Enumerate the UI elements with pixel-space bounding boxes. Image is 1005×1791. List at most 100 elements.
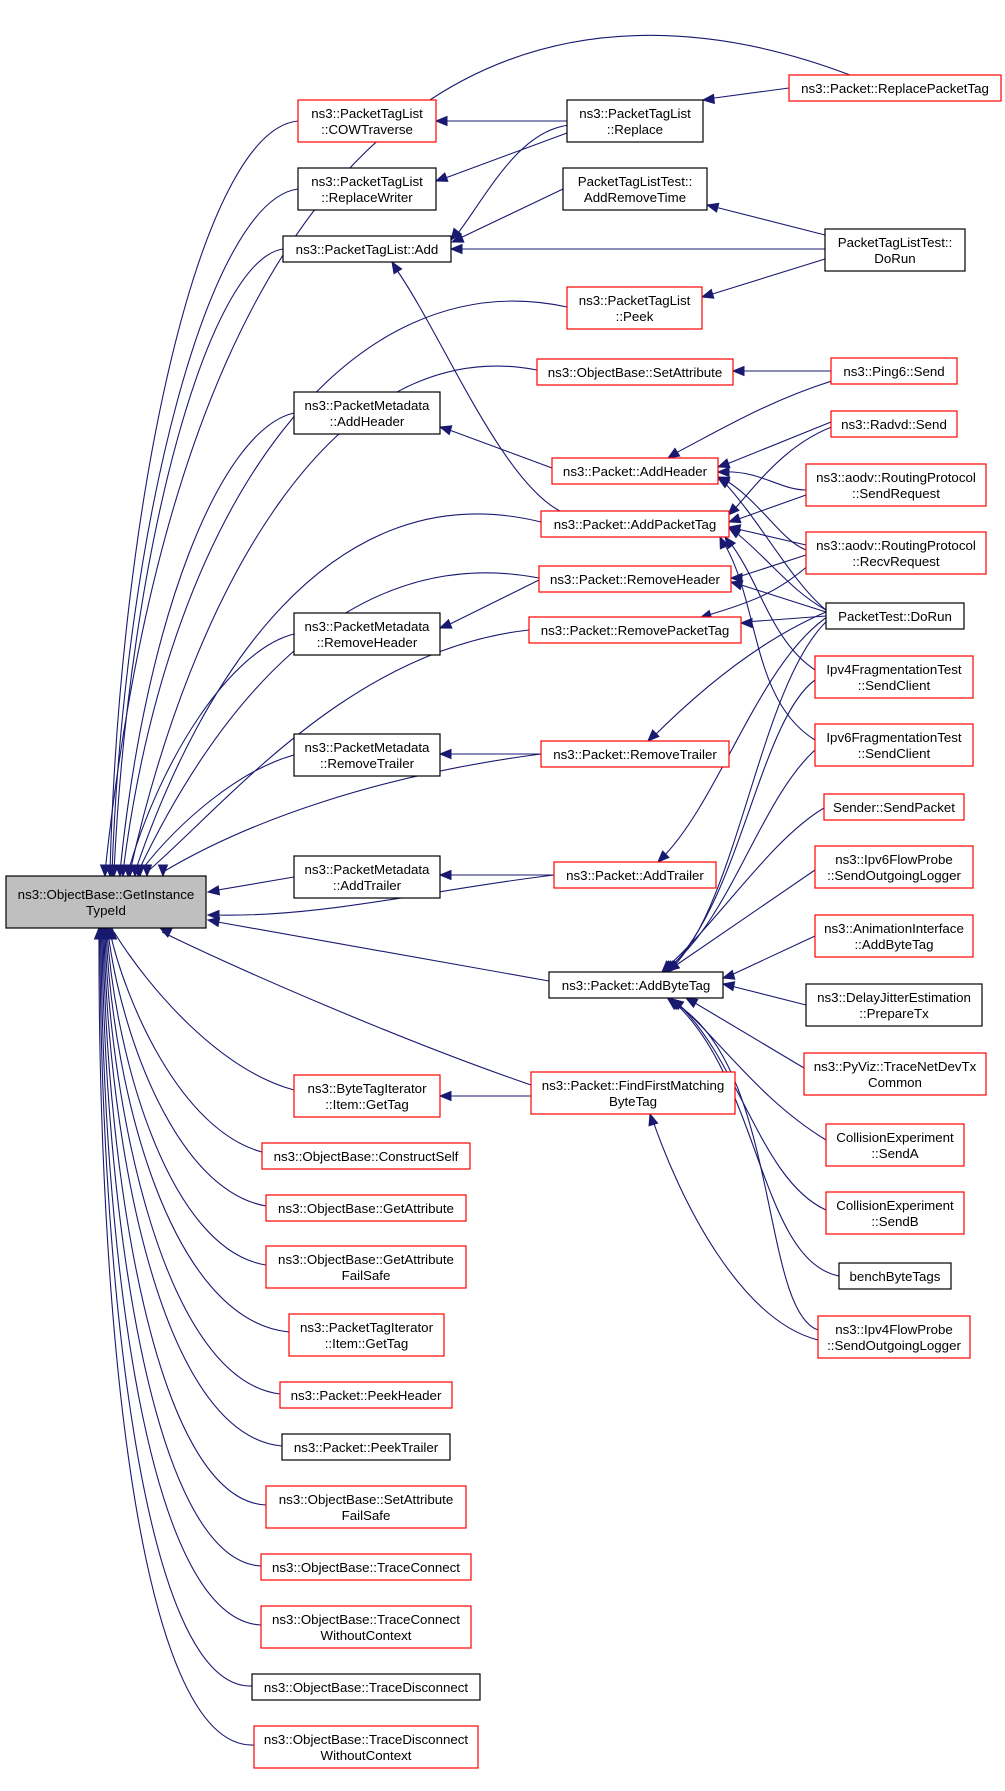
- node-PTLPeek[interactable]: ns3::PacketTagList::Peek: [566, 286, 703, 330]
- node-box[interactable]: [260, 1553, 472, 1581]
- node-DelayJitter[interactable]: ns3::DelayJitterEstimation::PrepareTx: [805, 983, 983, 1027]
- node-PRemoveTrailer[interactable]: ns3::Packet::RemoveTrailer: [540, 740, 730, 768]
- node-Ipv4FlowProbe[interactable]: ns3::Ipv4FlowProbe::SendOutgoingLogger: [817, 1315, 971, 1359]
- node-box[interactable]: [293, 612, 441, 656]
- node-TraceDisconnect[interactable]: ns3::ObjectBase::TraceDisconnect: [251, 1673, 481, 1701]
- node-box[interactable]: [540, 740, 730, 768]
- node-RadvdSend[interactable]: ns3::Radvd::Send: [830, 410, 958, 438]
- node-box[interactable]: [817, 1315, 971, 1359]
- node-PTLAdd[interactable]: ns3::PacketTagList::Add: [282, 235, 452, 263]
- node-box[interactable]: [830, 410, 958, 438]
- node-PMAddHeader[interactable]: ns3::PacketMetadata::AddHeader: [293, 391, 441, 435]
- node-PTIGetTag[interactable]: ns3::PacketTagIterator::Item::GetTag: [288, 1313, 445, 1357]
- node-box[interactable]: [814, 845, 974, 889]
- node-box[interactable]: [265, 1194, 467, 1222]
- node-AnimAddByteTag[interactable]: ns3::AnimationInterface::AddByteTag: [814, 914, 974, 958]
- node-PRemovePacketTag[interactable]: ns3::Packet::RemovePacketTag: [528, 616, 742, 644]
- node-Ping6Send[interactable]: ns3::Ping6::Send: [830, 357, 958, 385]
- node-box[interactable]: [803, 1052, 987, 1096]
- node-ReplacePacketTag[interactable]: ns3::Packet::ReplacePacketTag: [788, 74, 1002, 102]
- node-box[interactable]: [551, 457, 719, 485]
- node-box[interactable]: [281, 1433, 451, 1461]
- node-TraceDisconnectWC[interactable]: ns3::ObjectBase::TraceDisconnectWithoutC…: [253, 1725, 479, 1769]
- node-AodvRecvRequest[interactable]: ns3::aodv::RoutingProtocol::RecvRequest: [805, 531, 987, 575]
- node-PMAddTrailer[interactable]: ns3::PacketMetadata::AddTrailer: [293, 855, 441, 899]
- node-box[interactable]: [838, 1262, 952, 1290]
- node-TraceConnect[interactable]: ns3::ObjectBase::TraceConnect: [260, 1553, 472, 1581]
- node-box[interactable]: [553, 861, 717, 889]
- node-box[interactable]: [824, 228, 966, 272]
- node-box[interactable]: [825, 1123, 965, 1167]
- node-box[interactable]: [548, 971, 724, 999]
- node-COWTraverse[interactable]: ns3::PacketTagList::COWTraverse: [297, 99, 437, 143]
- node-box[interactable]: [562, 167, 708, 211]
- node-box[interactable]: [265, 1245, 467, 1289]
- node-BenchByteTags[interactable]: benchByteTags: [838, 1262, 952, 1290]
- node-box[interactable]: [825, 1191, 965, 1235]
- node-Ipv6FlowProbe[interactable]: ns3::Ipv6FlowProbe::SendOutgoingLogger: [814, 845, 974, 889]
- node-PeekHeader[interactable]: ns3::Packet::PeekHeader: [279, 1381, 453, 1409]
- node-box[interactable]: [253, 1725, 479, 1769]
- node-Ipv4FragSendClient[interactable]: Ipv4FragmentationTest::SendClient: [814, 655, 974, 699]
- node-box[interactable]: [282, 235, 452, 263]
- node-PRemoveHeader[interactable]: ns3::Packet::RemoveHeader: [538, 565, 732, 593]
- node-box[interactable]: [297, 167, 437, 211]
- node-box[interactable]: [5, 875, 207, 929]
- node-box[interactable]: [814, 723, 974, 767]
- node-SetAttribute[interactable]: ns3::ObjectBase::SetAttribute: [536, 358, 734, 386]
- node-SenderSendPacket[interactable]: Sender::SendPacket: [823, 793, 965, 821]
- node-box[interactable]: [566, 286, 703, 330]
- node-box[interactable]: [823, 793, 965, 821]
- node-box[interactable]: [251, 1673, 481, 1701]
- node-box[interactable]: [293, 1074, 441, 1118]
- node-box[interactable]: [279, 1381, 453, 1409]
- node-CollisionA[interactable]: CollisionExperiment::SendA: [825, 1123, 965, 1167]
- node-PAddTrailer[interactable]: ns3::Packet::AddTrailer: [553, 861, 717, 889]
- node-box[interactable]: [805, 463, 987, 507]
- node-box[interactable]: [261, 1142, 471, 1170]
- node-box[interactable]: [293, 391, 441, 435]
- node-PAddByteTag[interactable]: ns3::Packet::AddByteTag: [548, 971, 724, 999]
- node-box[interactable]: [825, 602, 965, 630]
- node-PAddHeader[interactable]: ns3::Packet::AddHeader: [551, 457, 719, 485]
- node-box[interactable]: [288, 1313, 445, 1357]
- node-box[interactable]: [814, 914, 974, 958]
- node-PTLTDoRun[interactable]: PacketTagListTest::DoRun: [824, 228, 966, 272]
- node-box[interactable]: [538, 565, 732, 593]
- node-box[interactable]: [293, 855, 441, 899]
- node-box[interactable]: [805, 983, 983, 1027]
- node-box[interactable]: [293, 733, 441, 777]
- node-AodvSendRequest[interactable]: ns3::aodv::RoutingProtocol::SendRequest: [805, 463, 987, 507]
- node-box[interactable]: [528, 616, 742, 644]
- node-CollisionB[interactable]: CollisionExperiment::SendB: [825, 1191, 965, 1235]
- node-PMRemoveTrailer[interactable]: ns3::PacketMetadata::RemoveTrailer: [293, 733, 441, 777]
- node-PacketTestDoRun[interactable]: PacketTest::DoRun: [825, 602, 965, 630]
- node-ReplaceWriter[interactable]: ns3::PacketTagList::ReplaceWriter: [297, 167, 437, 211]
- node-box[interactable]: [830, 357, 958, 385]
- node-box[interactable]: [814, 655, 974, 699]
- node-box[interactable]: [530, 1071, 736, 1115]
- node-PTLReplace[interactable]: ns3::PacketTagList::Replace: [566, 99, 704, 143]
- node-box[interactable]: [566, 99, 704, 143]
- node-Ipv6FragSendClient[interactable]: Ipv6FragmentationTest::SendClient: [814, 723, 974, 767]
- node-PTLTAddRemoveTime[interactable]: PacketTagListTest::AddRemoveTime: [562, 167, 708, 211]
- node-ConstructSelf[interactable]: ns3::ObjectBase::ConstructSelf: [261, 1142, 471, 1170]
- node-PMRemoveHeader[interactable]: ns3::PacketMetadata::RemoveHeader: [293, 612, 441, 656]
- node-box[interactable]: [788, 74, 1002, 102]
- node-PAddPacketTag[interactable]: ns3::Packet::AddPacketTag: [540, 510, 730, 538]
- node-BTIGetTag[interactable]: ns3::ByteTagIterator::Item::GetTag: [293, 1074, 441, 1118]
- node-PeekTrailer[interactable]: ns3::Packet::PeekTrailer: [281, 1433, 451, 1461]
- node-box[interactable]: [540, 510, 730, 538]
- node-TraceConnectWC[interactable]: ns3::ObjectBase::TraceConnectWithoutCont…: [260, 1605, 472, 1649]
- node-box[interactable]: [265, 1485, 467, 1529]
- node-box[interactable]: [260, 1605, 472, 1649]
- node-GetAttribute[interactable]: ns3::ObjectBase::GetAttribute: [265, 1194, 467, 1222]
- node-box[interactable]: [805, 531, 987, 575]
- node-box[interactable]: [536, 358, 734, 386]
- node-box[interactable]: [297, 99, 437, 143]
